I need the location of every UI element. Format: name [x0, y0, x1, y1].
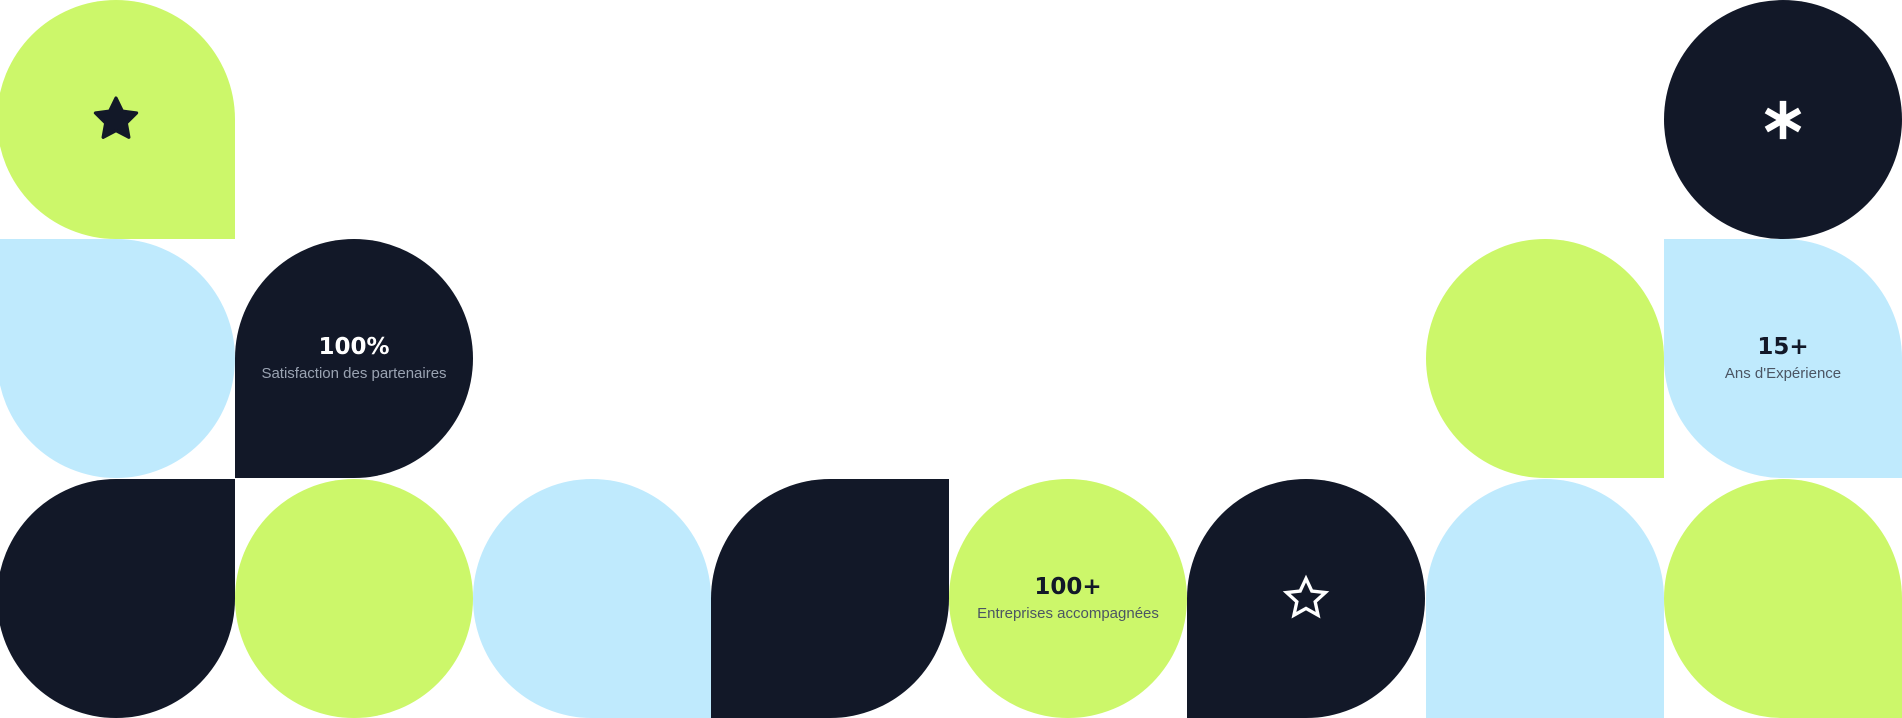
star-outline-icon: [1281, 574, 1331, 624]
navy-drop-star-tile: [1187, 479, 1425, 718]
stat-value: 100+: [1034, 574, 1102, 601]
navy-circle-asterisk-tile: [1664, 0, 1902, 239]
navy-leaf-tile: [711, 479, 949, 718]
lime-drop-tile: [1426, 239, 1664, 478]
lime-drop-star-tile: [0, 0, 235, 239]
stat-value: 100%: [318, 334, 390, 361]
lime-stat-tile-companies: 100+ Entreprises accompagnées: [949, 479, 1187, 718]
stat-label: Satisfaction des partenaires: [261, 364, 447, 382]
stat-label: Ans d'Expérience: [1724, 364, 1842, 382]
lime-circle-tile: [235, 479, 473, 718]
sky-drop-tile: [0, 239, 235, 478]
stat-value: 15+: [1757, 334, 1809, 361]
sky-drop-tile: [473, 479, 711, 718]
navy-stat-tile-satisfaction: 100% Satisfaction des partenaires: [235, 239, 473, 478]
navy-drop-tile: [0, 479, 235, 718]
sky-drop-tile: [1426, 479, 1664, 718]
lime-drop-tile: [1664, 479, 1902, 718]
star-icon: [88, 92, 144, 148]
stat-label: Entreprises accompagnées: [977, 604, 1159, 622]
sky-stat-tile-experience: 15+ Ans d'Expérience: [1664, 239, 1902, 478]
asterisk-icon: [1760, 97, 1806, 143]
